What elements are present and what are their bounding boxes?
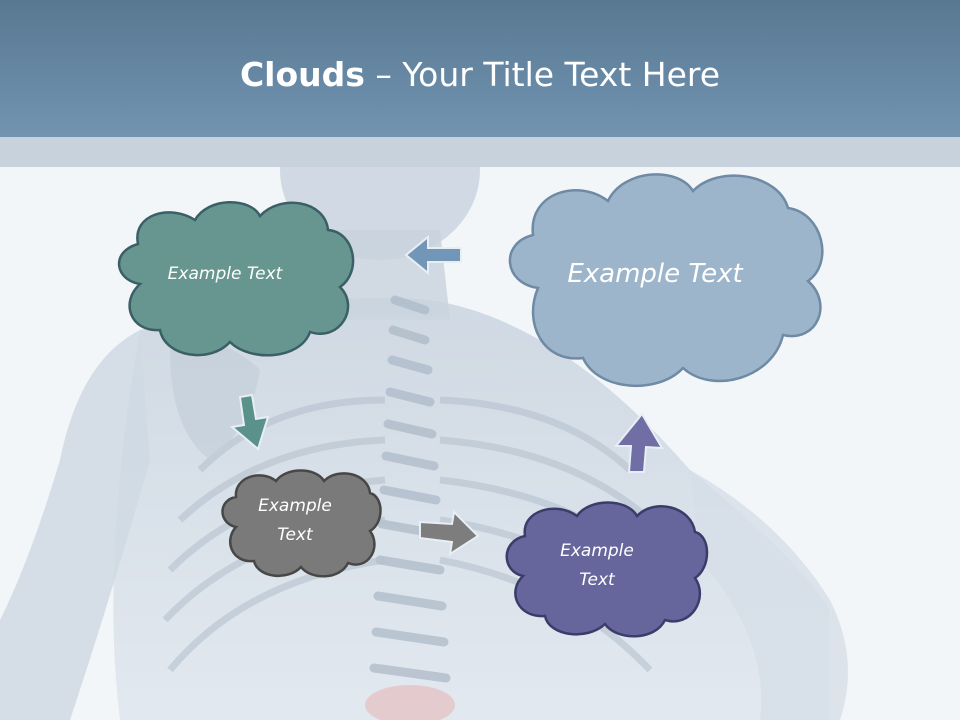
cloud-purple-text: Example Text	[527, 535, 667, 597]
title-rest: Your Title Text Here	[402, 55, 721, 94]
cloud-teal[interactable]	[110, 192, 362, 362]
cloud-teal-label: Example Text	[167, 264, 283, 284]
arrow-left-icon	[404, 234, 462, 276]
title-band	[0, 137, 960, 167]
cloud-gray-label-line2: Text	[277, 525, 313, 545]
title-separator: –	[364, 55, 403, 94]
cloud-teal-text: Example Text	[130, 252, 320, 296]
cloud-purple-label-line1: Example	[560, 541, 634, 561]
title-bold-part: Clouds	[239, 55, 365, 94]
slide-title[interactable]: Clouds – Your Title Text Here	[0, 52, 960, 98]
arrow-up-icon	[613, 412, 664, 473]
arrow-right-icon	[419, 509, 480, 556]
cloud-gray-label-line1: Example	[258, 496, 332, 516]
cloud-purple-label-line2: Text	[579, 570, 615, 590]
cloud-light-blue-text: Example Text	[530, 246, 780, 302]
cloud-light-blue-label: Example Text	[567, 259, 743, 289]
cloud-light-blue[interactable]	[498, 163, 834, 398]
cloud-purple[interactable]	[499, 496, 711, 641]
arrow-down-icon	[229, 393, 270, 451]
cloud-gray[interactable]	[216, 465, 384, 580]
cloud-gray-text: Example Text	[232, 490, 358, 552]
title-bar	[0, 0, 960, 137]
